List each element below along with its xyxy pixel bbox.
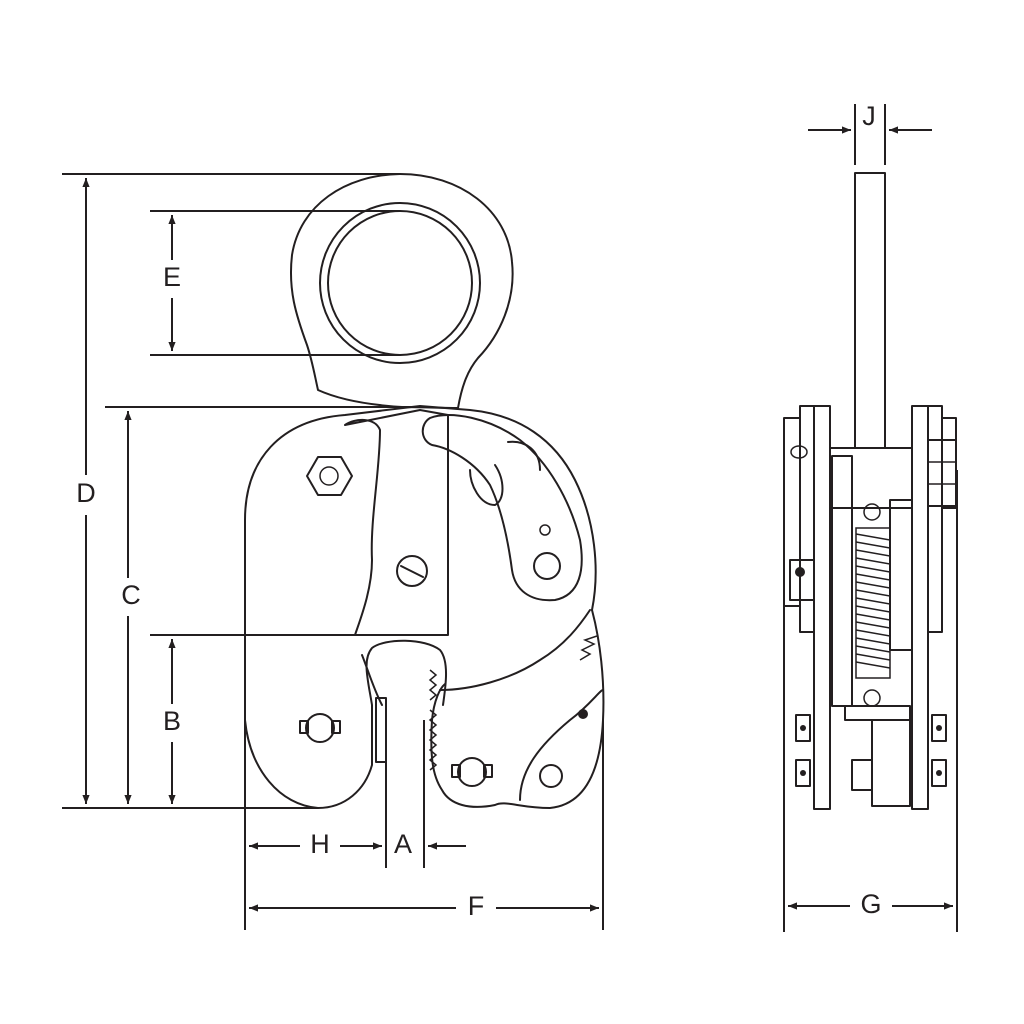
dimension-label-c: C [121, 580, 141, 610]
side-view [783, 172, 957, 810]
dimension-label-h: H [310, 829, 330, 859]
pin-left-icon [299, 713, 341, 743]
dimension-label-j: J [862, 101, 876, 131]
dimension-label-a: A [394, 829, 412, 859]
front-dimensions: D C E B H A F [62, 173, 604, 930]
lifting-eye [289, 173, 514, 409]
center-screw-icon [396, 555, 428, 587]
eye-shank [854, 172, 886, 449]
cam-jaw [428, 609, 605, 809]
side-dimensions: J G [783, 101, 958, 932]
clamp-body [244, 405, 597, 809]
cam-lever [421, 414, 583, 602]
jaw-pad [361, 654, 387, 763]
front-view [244, 173, 605, 809]
center-plate [344, 409, 449, 636]
dimension-label-e: E [163, 262, 181, 292]
dimension-label-g: G [860, 889, 881, 919]
dimension-label-b: B [163, 706, 181, 736]
dimension-label-f: F [468, 891, 485, 921]
hex-bolt-icon [306, 456, 353, 496]
dimension-label-d: D [76, 478, 96, 508]
pin-right-icon [451, 757, 493, 787]
spring-icon [855, 503, 891, 707]
